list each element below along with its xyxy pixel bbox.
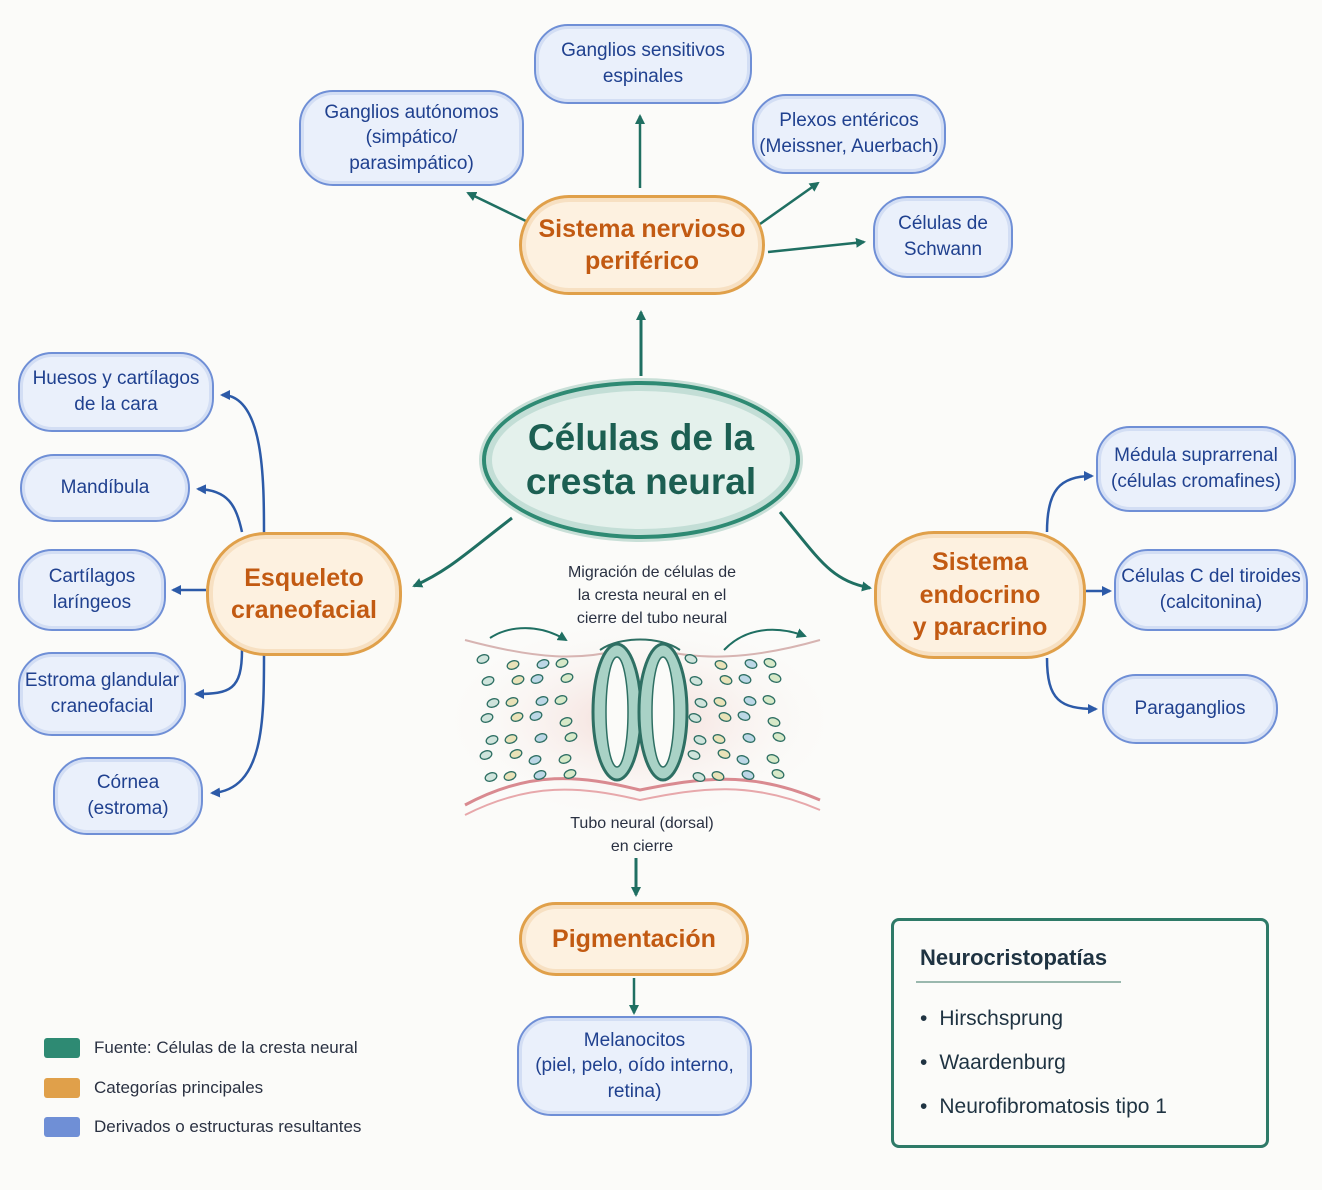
legend-swatch-blue <box>44 1117 80 1137</box>
migrating-cell <box>529 711 543 721</box>
category-skeleton: Esqueleto craneofacial <box>206 532 402 656</box>
migrating-cells-right <box>684 654 786 782</box>
migrating-cell <box>718 712 732 722</box>
pns-derivative-arrows <box>466 114 866 254</box>
migrating-cell <box>506 660 520 670</box>
neural-tube-illustration <box>455 625 825 816</box>
migrating-cell <box>560 673 574 683</box>
migrating-cell <box>712 734 726 744</box>
migrating-cell <box>484 772 498 782</box>
leaf-mandibula: Mandíbula <box>20 454 190 522</box>
migrating-cell <box>535 696 549 706</box>
neurocristopathy-item: Waardenburg <box>920 1051 1065 1075</box>
category-pigment: Pigmentación <box>519 902 749 976</box>
neurocristopathy-item: Hirschsprung <box>920 1007 1063 1031</box>
leaf-cartilagos-laringeos: Cartílagos laríngeos <box>18 549 166 631</box>
leaf-ganglios-sensitivos: Ganglios sensitivos espinales <box>534 24 752 104</box>
migrating-cell <box>511 675 525 685</box>
migrating-cell <box>687 750 701 760</box>
migrating-cell <box>771 769 785 779</box>
migrating-cell <box>742 733 756 743</box>
leaf-paraganglios: Paraganglios <box>1102 674 1278 744</box>
migrating-cell <box>744 659 758 669</box>
legend-source-label: Fuente: Células de la cresta neural <box>94 1038 358 1057</box>
migrating-cell <box>713 697 727 707</box>
legend-categories-label: Categorías principales <box>94 1078 264 1097</box>
migrating-cell <box>536 659 550 669</box>
migrating-cell <box>692 772 706 782</box>
migrating-cell <box>534 733 548 743</box>
migrating-cell <box>766 754 780 764</box>
leaf-plexos-entericos: Plexos entéricos (Meissner, Auerbach) <box>752 94 946 174</box>
migrating-cell <box>509 749 523 759</box>
legend-categories: Categorías principales <box>44 1078 263 1098</box>
migrating-cell <box>564 732 578 742</box>
leaf-huesos-cartilagos: Huesos y cartílagos de la cara <box>18 352 214 432</box>
migrating-cell <box>505 697 519 707</box>
center-node: Células de la cresta neural <box>482 381 800 539</box>
leaf-cornea: Córnea (estroma) <box>53 757 203 835</box>
migrating-cell <box>719 675 733 685</box>
migrating-cell <box>714 660 728 670</box>
migrating-cell <box>480 713 494 723</box>
migrating-cell <box>711 771 725 781</box>
migrating-cell <box>476 654 490 664</box>
migrating-cell <box>741 770 755 780</box>
legend-swatch-orange <box>44 1078 80 1098</box>
legend-swatch-teal <box>44 1038 80 1058</box>
legend-source: Fuente: Células de la cresta neural <box>44 1038 358 1058</box>
migrating-cell <box>555 658 569 668</box>
category-pns: Sistema nervioso periférico <box>519 195 765 295</box>
migrating-cell <box>510 712 524 722</box>
migrating-cell <box>559 717 573 727</box>
migrating-cell <box>485 735 499 745</box>
endocrine-derivative-arrows <box>1045 471 1112 714</box>
leaf-ganglios-autonomos: Ganglios autónomos (simpático/ parasimpá… <box>299 90 524 186</box>
migrating-cell <box>738 674 752 684</box>
migrating-cell <box>763 658 777 668</box>
migrating-cell <box>558 754 572 764</box>
migrating-cell <box>684 654 698 664</box>
migrating-cell <box>554 695 568 705</box>
legend-derivatives: Derivados o estructuras resultantes <box>44 1117 361 1137</box>
leaf-estroma-glandular: Estroma glandular craneofacial <box>18 652 186 736</box>
illustration-bottom-caption: Tubo neural (dorsal) en cierre <box>570 815 714 856</box>
migrating-cell <box>486 698 500 708</box>
migrating-cell <box>743 696 757 706</box>
migrating-cell <box>533 770 547 780</box>
neurocristopathies-divider <box>916 981 1121 983</box>
skeleton-derivative-arrows <box>171 390 266 798</box>
neurocristopathy-item: Neurofibromatosis tipo 1 <box>920 1095 1167 1119</box>
migrating-cell <box>688 713 702 723</box>
migrating-cells-left <box>476 654 578 782</box>
migrating-cell <box>762 695 776 705</box>
migrating-cell <box>737 711 751 721</box>
migrating-cell <box>503 771 517 781</box>
migrating-cell <box>767 717 781 727</box>
migrating-cell <box>563 769 577 779</box>
category-endocrine: Sistema endocrino y paracrino <box>874 531 1086 659</box>
center-to-categories-arrows <box>412 310 872 897</box>
neurocristopathies-title: Neurocristopatías <box>920 945 1108 970</box>
migrating-cell <box>717 749 731 759</box>
leaf-melanocitos: Melanocitos (piel, pelo, oído interno, r… <box>517 1016 752 1116</box>
migrating-cell <box>736 755 750 765</box>
migrating-cell <box>479 750 493 760</box>
migrating-cell <box>504 734 518 744</box>
migrating-cell <box>693 735 707 745</box>
neurocristopathies-box: Neurocristopatías Hirschsprung Waardenbu… <box>891 918 1269 1148</box>
migrating-cell <box>689 676 703 686</box>
migrating-cell <box>772 732 786 742</box>
leaf-medula-suprarrenal: Médula suprarrenal (células cromafines) <box>1096 426 1296 512</box>
leaf-celulas-schwann: Células de Schwann <box>873 196 1013 278</box>
migrating-cell <box>481 676 495 686</box>
leaf-celulas-c: Células C del tiroides (calcitonina) <box>1114 549 1308 631</box>
migrating-cell <box>528 755 542 765</box>
migrating-cell <box>768 673 782 683</box>
migrating-cell <box>530 674 544 684</box>
migrating-cell <box>694 698 708 708</box>
illustration-top-caption: Migración de células de la cresta neural… <box>567 564 737 628</box>
legend-derivatives-label: Derivados o estructuras resultantes <box>94 1117 362 1136</box>
